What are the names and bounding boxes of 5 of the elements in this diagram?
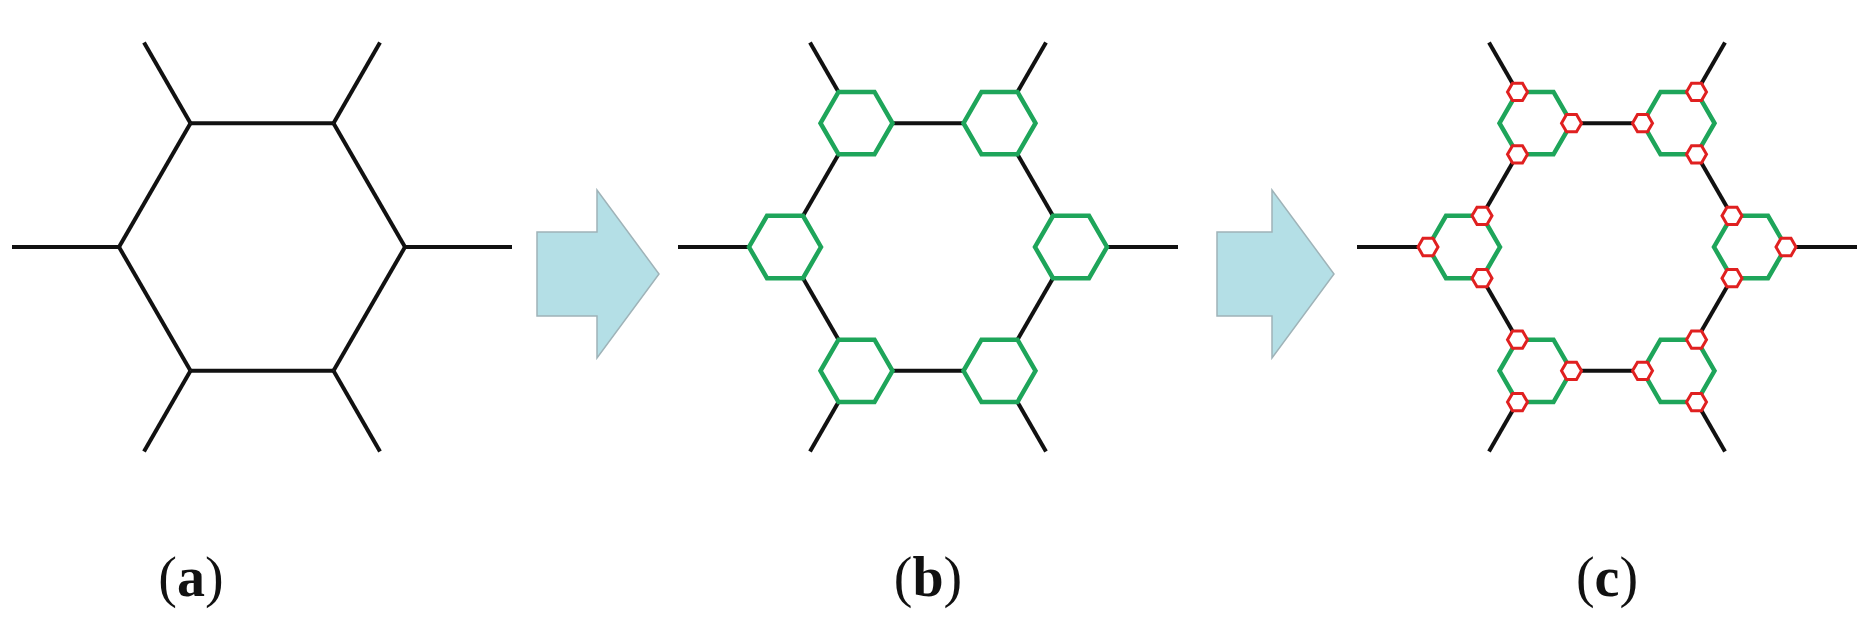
block-arrow [1216, 187, 1335, 361]
panel-label: (b) [892, 545, 964, 609]
panel-label: (a) [157, 545, 225, 609]
block-arrow [536, 187, 660, 361]
panel-label: (c) [1574, 545, 1640, 609]
